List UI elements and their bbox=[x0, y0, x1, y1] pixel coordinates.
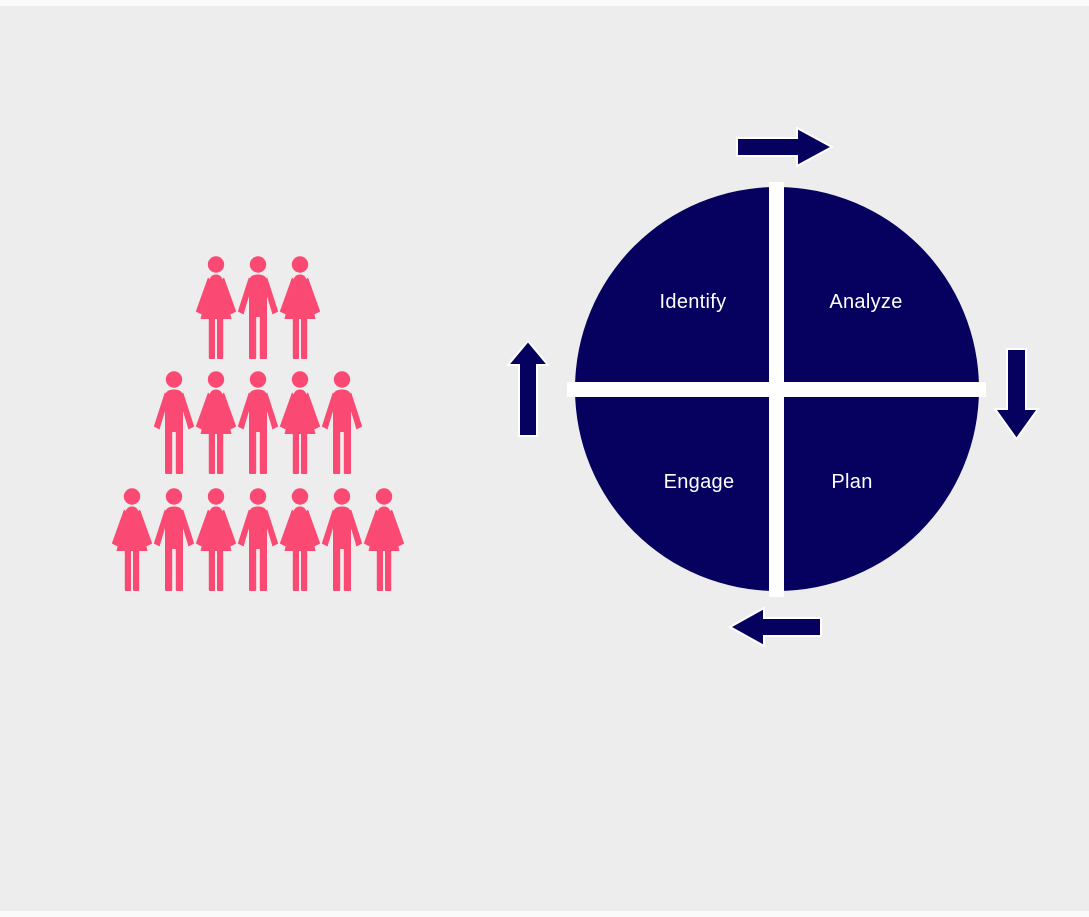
quadrant-label-plan: Plan bbox=[831, 471, 873, 493]
woman-icon bbox=[194, 255, 238, 361]
arrow-right-icon bbox=[736, 126, 835, 168]
arrow-left-icon bbox=[728, 606, 822, 648]
man-icon bbox=[152, 487, 196, 593]
quadrant-label-analyze: Analyze bbox=[829, 291, 903, 313]
woman-icon bbox=[278, 255, 322, 361]
woman-icon bbox=[278, 487, 322, 593]
quadrant-label-engage: Engage bbox=[663, 471, 735, 493]
bottom-edge-strip bbox=[0, 911, 1089, 917]
crowd-row-bottom bbox=[100, 487, 415, 593]
arrow-down-icon bbox=[993, 348, 1040, 441]
woman-icon bbox=[362, 487, 406, 593]
woman-icon bbox=[194, 487, 238, 593]
quadrant-label-identify: Identify bbox=[659, 291, 727, 313]
arrow-up-icon bbox=[506, 339, 550, 437]
top-edge-strip bbox=[0, 0, 1089, 6]
man-icon bbox=[152, 370, 196, 476]
woman-icon bbox=[278, 370, 322, 476]
man-icon bbox=[236, 370, 280, 476]
man-icon bbox=[236, 487, 280, 593]
man-icon bbox=[320, 370, 364, 476]
man-icon bbox=[320, 487, 364, 593]
woman-icon bbox=[110, 487, 154, 593]
crowd-row-top bbox=[100, 255, 415, 361]
woman-icon bbox=[194, 370, 238, 476]
divider-horizontal bbox=[567, 382, 986, 397]
crowd-row-middle bbox=[100, 370, 415, 476]
man-icon bbox=[236, 255, 280, 361]
people-crowd bbox=[100, 255, 415, 595]
